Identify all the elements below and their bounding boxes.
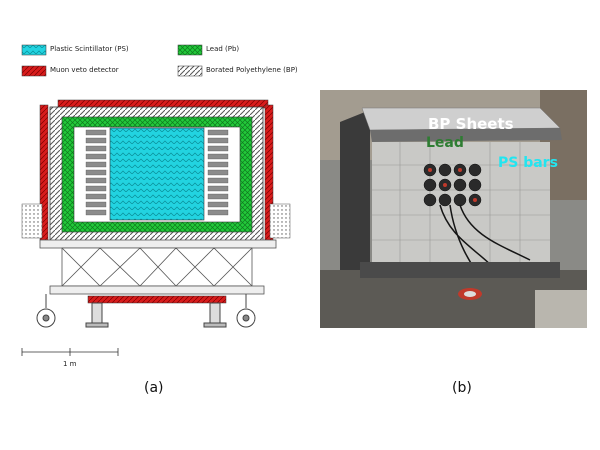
legend-label-muon-veto: Muon veto detector <box>50 66 119 74</box>
legend-swatch-muon-veto <box>21 65 47 77</box>
bp-bars-left <box>85 129 107 216</box>
side-panel-left <box>21 203 43 239</box>
legend-label-lead: Lead (Pb) <box>206 45 240 53</box>
detector-photo <box>320 90 587 328</box>
bp-bars-right <box>207 129 229 216</box>
shield-assembly <box>21 99 291 243</box>
legend-swatch-bp <box>177 65 203 77</box>
caption-a: (a) <box>144 380 164 396</box>
photo-label-lead: Lead <box>426 135 464 151</box>
scale-bar <box>21 348 119 356</box>
side-panel-right <box>269 203 291 239</box>
legend <box>21 44 203 77</box>
scale-bar-label: 1 m <box>63 360 77 368</box>
wheels <box>36 294 256 328</box>
legend-label-ps: Plastic Scintillator (PS) <box>50 45 129 53</box>
legend-label-bp: Borated Polyethylene (BP) <box>206 66 298 74</box>
photo-label-ps-bars: PS bars <box>498 155 558 171</box>
support-frame <box>39 239 277 304</box>
legend-swatch-ps <box>21 44 47 56</box>
plastic-scintillator-block <box>109 127 205 221</box>
caption-b: (b) <box>452 380 472 396</box>
photo-label-bp-sheets: BP Sheets <box>428 115 514 133</box>
legend-swatch-lead <box>177 44 203 56</box>
